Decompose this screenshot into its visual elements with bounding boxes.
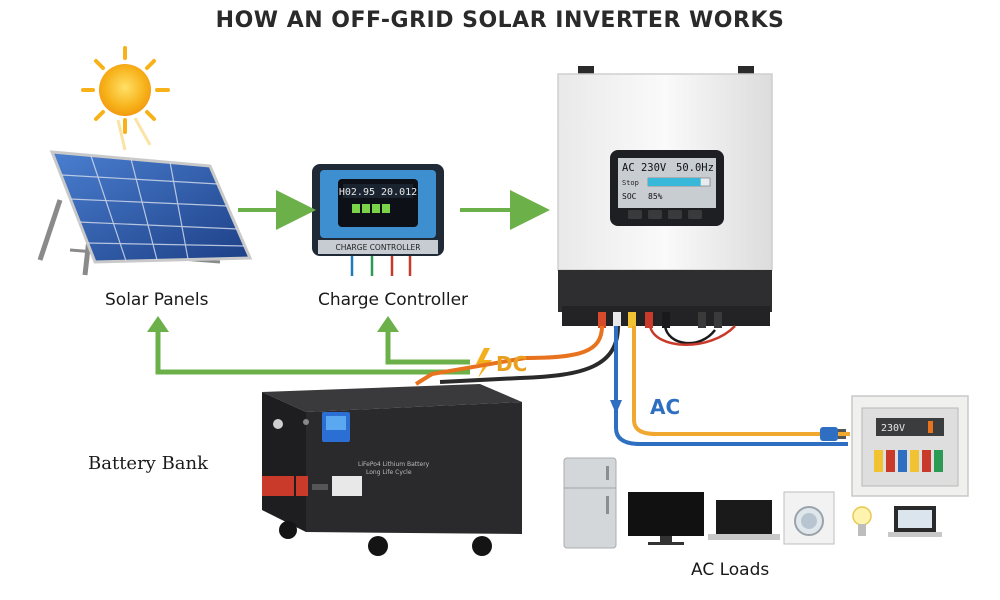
distribution-panel-icon: 230V bbox=[851, 395, 969, 497]
distribution-reading: 230V bbox=[881, 423, 905, 434]
small-laptop-icon bbox=[888, 506, 942, 537]
light-bulb-icon bbox=[852, 506, 872, 536]
plug-icon bbox=[820, 427, 846, 441]
charge-controller-icon: H02.95 20.012 CHARGE CONTROLLER bbox=[312, 164, 444, 276]
soc-bar-fill bbox=[648, 178, 701, 186]
inverter-soc-value: 85% bbox=[648, 192, 663, 201]
tv-icon bbox=[628, 492, 704, 545]
inverter-icon: AC 230V 50.0Hz Stop SOC 85% bbox=[557, 66, 773, 346]
solar-panel-icon bbox=[37, 150, 253, 276]
controller-readout: H02.95 20.012 bbox=[339, 187, 417, 198]
ac-loads-label: AC Loads bbox=[691, 560, 770, 580]
battery-label-line1: LiFePo4 Lithium Battery bbox=[358, 461, 430, 468]
lightning-icon bbox=[476, 348, 492, 378]
controller-panel-text: CHARGE CONTROLLER bbox=[336, 243, 421, 252]
arrow-return-head-panels bbox=[147, 316, 169, 332]
arrow-return-to-controller bbox=[385, 330, 470, 365]
laptop-icon bbox=[708, 500, 780, 540]
battery-bank-icon: LiFePo4 Lithium Battery Long Life Cycle bbox=[262, 384, 522, 556]
dc-flow-label: DC bbox=[496, 352, 528, 376]
fridge-icon bbox=[563, 457, 617, 549]
solar-panels-label: Solar Panels bbox=[105, 290, 209, 310]
charge-controller-label: Charge Controller bbox=[318, 290, 469, 310]
page-title: HOW AN OFF-GRID SOLAR INVERTER WORKS bbox=[215, 8, 785, 33]
ac-flow-arrow bbox=[610, 400, 622, 414]
battery-bank-label: Battery Bank bbox=[88, 453, 209, 474]
arrow-return-to-panels bbox=[155, 330, 470, 375]
sun-icon bbox=[81, 46, 170, 151]
ac-cables bbox=[614, 326, 850, 446]
inverter-frequency: 50.0Hz bbox=[676, 162, 714, 174]
inverter-row2-label: Stop bbox=[622, 179, 639, 187]
battery-label-line2: Long Life Cycle bbox=[366, 469, 412, 476]
ac-flow-label: AC bbox=[650, 395, 681, 419]
washing-machine-icon bbox=[783, 491, 835, 545]
arrow-return-head-controller bbox=[377, 316, 399, 332]
inverter-voltage: AC 230V bbox=[622, 162, 667, 174]
ac-loads-icons bbox=[563, 457, 942, 549]
inverter-soc-label: SOC bbox=[622, 192, 637, 201]
